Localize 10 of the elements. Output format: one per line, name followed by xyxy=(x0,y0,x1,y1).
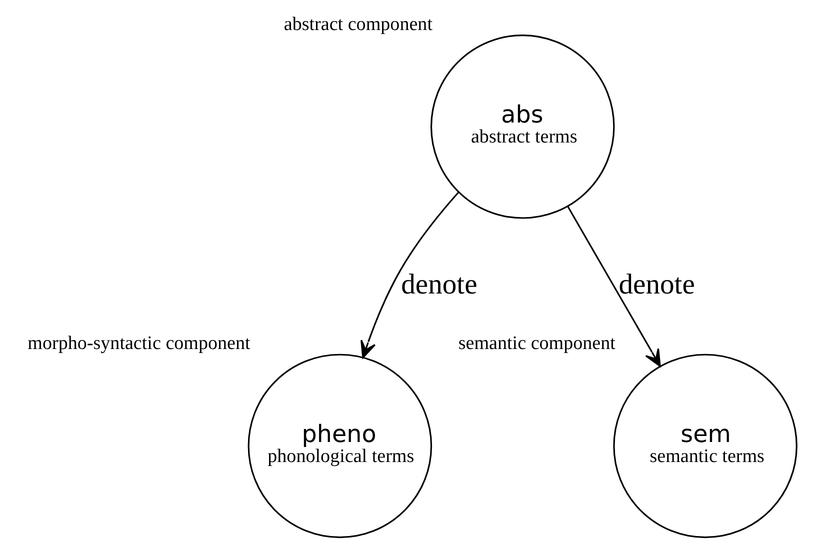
arrow xyxy=(566,206,660,367)
edge-label: denote xyxy=(618,269,694,300)
edge-label: denote xyxy=(400,269,477,300)
node-label: semantic component xyxy=(458,333,615,354)
node-circle: abs abstract terms xyxy=(430,34,614,219)
node-circle: sem semantic terms xyxy=(612,354,797,538)
node-label: morpho-syntactic component xyxy=(27,333,250,354)
node-circle: pheno phonological terms xyxy=(247,354,432,538)
node-label: abstract component xyxy=(283,14,432,35)
arrow xyxy=(360,192,459,358)
